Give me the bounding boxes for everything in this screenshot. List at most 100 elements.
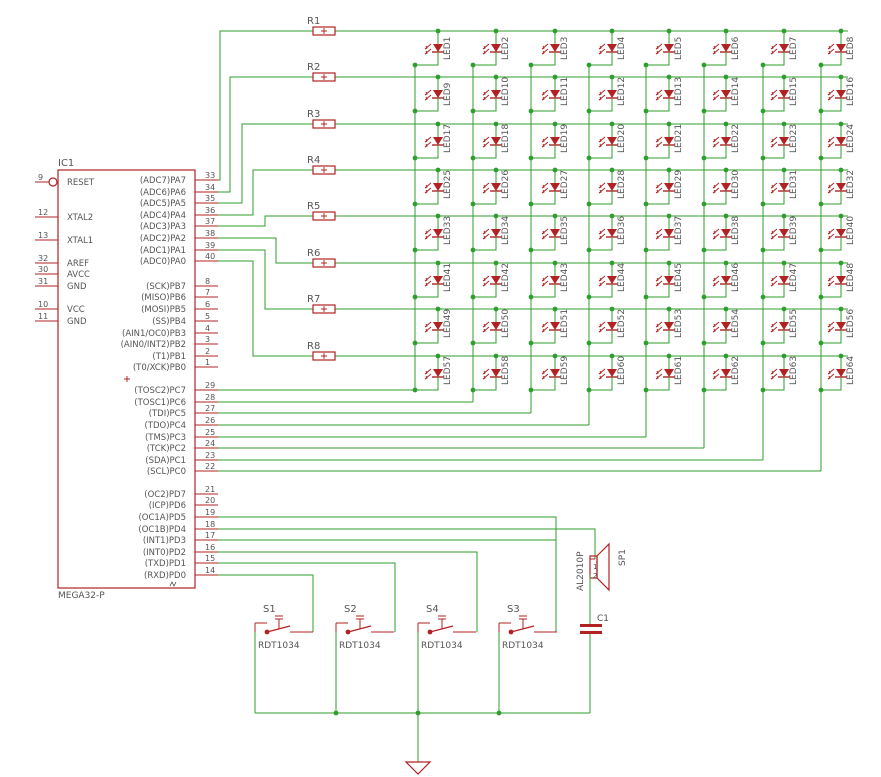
led-light-arrow	[770, 321, 778, 328]
push-switch	[498, 615, 557, 635]
led	[531, 263, 561, 298]
led-light-arrow	[712, 141, 720, 148]
led-light-arrow	[827, 368, 835, 375]
led-designator: LED42	[501, 263, 511, 292]
led-designator: LED13	[674, 77, 684, 106]
led	[704, 356, 732, 391]
led-designator: LED36	[617, 216, 627, 245]
led	[821, 31, 847, 66]
ic-pin-number: 11	[38, 312, 48, 321]
led-designator: LED8	[846, 36, 856, 60]
ic-pin-name: (TOSC1)PC6	[134, 398, 186, 408]
led-cathode-lead	[473, 145, 497, 159]
push-switch	[335, 615, 394, 635]
led-light-arrow	[541, 136, 549, 143]
led	[646, 216, 675, 251]
ic-pin-name: XTAL1	[67, 236, 93, 246]
led-light-arrow	[712, 94, 720, 101]
led-light-arrow	[482, 187, 490, 194]
ic-pin-name: (T1)PB1	[152, 352, 186, 362]
ic-pin-number: 35	[205, 194, 215, 203]
led	[646, 263, 675, 298]
led	[415, 216, 444, 251]
led-cathode-lead	[821, 284, 842, 298]
led-triangle	[664, 183, 674, 191]
led-light-arrow	[770, 182, 778, 189]
led-designator: LED12	[617, 77, 627, 106]
led-triangle	[664, 137, 674, 145]
led-triangle	[607, 137, 617, 145]
row-drive-wire	[218, 249, 313, 310]
led-light-arrow	[598, 94, 606, 101]
led-light-arrow	[541, 373, 549, 380]
led	[646, 356, 675, 391]
led	[589, 356, 618, 391]
led-designator: LED21	[674, 124, 684, 153]
led	[589, 170, 618, 205]
led-light-arrow	[598, 43, 606, 50]
led-cathode-lead	[646, 52, 670, 66]
speaker-wire	[218, 528, 596, 559]
led-light-arrow	[712, 233, 720, 240]
capacitor-plate	[580, 624, 602, 627]
led	[589, 77, 618, 112]
led-triangle	[721, 229, 731, 237]
led-designator: LED40	[846, 216, 856, 245]
resistor-mark	[321, 306, 327, 312]
ic-pin-name: (SCK)PB7	[146, 282, 186, 292]
led-triangle	[721, 183, 731, 191]
switch-part: RDT1034	[421, 641, 463, 651]
led-light-arrow	[712, 89, 720, 96]
led-cathode-lead	[589, 145, 613, 159]
led-triangle	[779, 90, 789, 98]
resistor-designator: R1	[307, 16, 320, 27]
led-light-arrow	[541, 48, 549, 55]
row-drive-wire	[218, 123, 313, 204]
led-triangle	[779, 137, 789, 145]
led-designator: LED20	[617, 124, 627, 153]
led-light-arrow	[712, 275, 720, 282]
led-light-arrow	[541, 43, 549, 50]
led-designator: LED32	[846, 170, 856, 199]
ic-pin-number: 40	[205, 252, 215, 261]
led-designator: LED24	[846, 124, 856, 153]
led-cathode-lead	[589, 52, 613, 66]
ic-pin-name: XTAL2	[67, 213, 93, 223]
led-light-arrow	[712, 326, 720, 333]
resistor-designator: R4	[307, 155, 320, 166]
ground-junction	[496, 710, 502, 716]
led-triangle	[836, 44, 846, 52]
led	[704, 263, 732, 298]
led-cathode-lead	[646, 191, 670, 205]
ic-pin-number: 18	[205, 520, 215, 529]
led-light-arrow	[482, 373, 490, 380]
led-designator: LED11	[560, 77, 570, 106]
led	[704, 309, 732, 344]
led-designator: LED35	[560, 216, 570, 245]
led-triangle	[664, 276, 674, 284]
led-light-arrow	[424, 48, 432, 55]
led-cathode-lead	[473, 284, 497, 298]
origin-cross	[124, 376, 130, 382]
led	[821, 263, 847, 298]
ic-pin-number: 20	[205, 496, 215, 505]
led	[821, 356, 847, 391]
led-light-arrow	[770, 373, 778, 380]
ic-pin-name: (TMS)PC3	[145, 433, 186, 443]
led	[531, 31, 561, 66]
led-light-arrow	[770, 368, 778, 375]
led-designator: LED59	[560, 356, 570, 385]
led-designator: LED58	[501, 356, 511, 385]
ic-pin-name: RESET	[67, 178, 95, 188]
speaker-cone	[596, 542, 610, 592]
wires	[218, 28, 848, 762]
led-designator: LED57	[443, 356, 453, 385]
led-cathode-lead	[531, 52, 556, 66]
led-light-arrow	[655, 43, 663, 50]
led-triangle	[491, 90, 501, 98]
led-triangle	[836, 183, 846, 191]
led-light-arrow	[482, 233, 490, 240]
led	[646, 31, 675, 66]
led	[531, 77, 561, 112]
led	[531, 216, 561, 251]
